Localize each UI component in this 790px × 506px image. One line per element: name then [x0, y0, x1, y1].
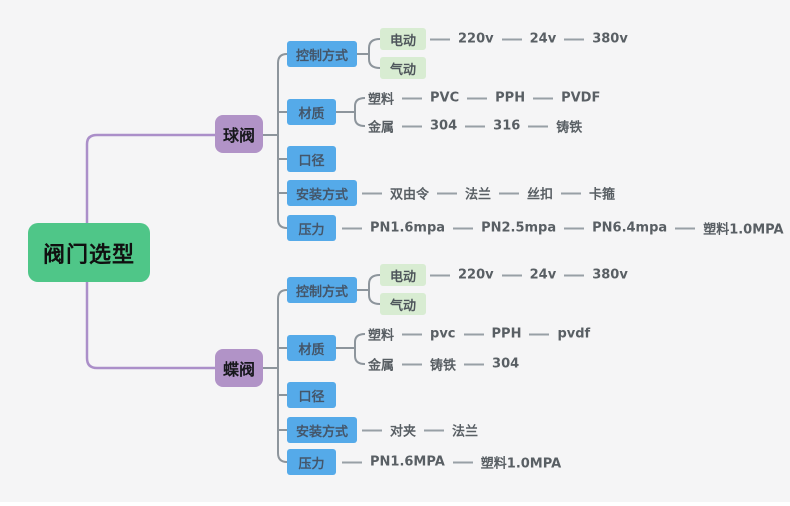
connector-dash [463, 333, 484, 335]
topic-control-mode-butterfly[interactable]: 控制方式 [287, 277, 357, 303]
leaf-node[interactable]: 塑料 [368, 92, 395, 108]
topic-material-butterfly[interactable]: 材质 [287, 335, 336, 361]
leaf-node[interactable]: PN6.4mpa [592, 220, 668, 236]
connector-dash [465, 125, 486, 127]
connector-dash [402, 97, 423, 99]
chain-row-metal-ball: 金属 304 316 铸铁 [368, 117, 582, 136]
connector-dash [499, 192, 520, 194]
leaf-node[interactable]: 双由令 [390, 187, 430, 203]
leaf-node[interactable]: 金属 [368, 120, 395, 136]
topic-install-method-ball[interactable]: 安装方式 [287, 180, 357, 206]
connector-dash [362, 192, 382, 194]
chain-row-metal-butterfly: 金属 铸铁 304 [368, 355, 519, 374]
leaf-node[interactable]: PPH [495, 90, 526, 106]
leaf-node[interactable]: 法兰 [452, 424, 479, 440]
chain-row-pressure-ball: PN1.6mpa PN2.5mpa PN6.4mpa 塑料1.0MPA [342, 219, 784, 238]
connector-dash [564, 274, 585, 276]
topic-diameter-ball[interactable]: 口径 [287, 146, 336, 172]
connector-dash [464, 363, 485, 365]
leaf-node[interactable]: 220v [458, 31, 494, 47]
connector-dash [402, 333, 423, 335]
material-fork-butterfly [336, 333, 366, 365]
leaf-node[interactable]: 铸铁 [430, 358, 457, 374]
leaf-node[interactable]: 220v [458, 267, 494, 283]
leaf-box-pneumatic-butterfly[interactable]: 气动 [380, 293, 426, 315]
connector-dash [430, 274, 450, 276]
leaf-node[interactable]: PN1.6MPA [370, 454, 445, 470]
connector-dash [501, 38, 522, 40]
connector-dash [430, 38, 450, 40]
connector-dash [561, 192, 582, 194]
leaf-node[interactable]: 铸铁 [556, 120, 583, 136]
connector-dash [452, 461, 473, 463]
connector-dash [402, 363, 423, 365]
chain-row-voltage-ball: 220v 24v 380v [430, 32, 628, 47]
chain-row-plastic-butterfly: 塑料 pvc PPH pvdf [368, 325, 590, 344]
control-mode-fork-ball [357, 38, 381, 69]
leaf-node[interactable]: 丝扣 [527, 187, 554, 203]
control-mode-fork-butterfly [357, 274, 381, 305]
topic-install-method-butterfly[interactable]: 安装方式 [287, 417, 357, 443]
branch-node-butterfly-valve[interactable]: 蝶阀 [215, 349, 263, 387]
root-to-ball-valve-connector [85, 133, 217, 226]
canvas-bottom-edge [0, 502, 790, 506]
connector-dash [362, 429, 382, 431]
connector-dash [501, 274, 522, 276]
root-node[interactable]: 阀门选型 [28, 223, 150, 282]
chain-row-plastic-ball: 塑料 PVC PPH PVDF [368, 89, 600, 108]
butterfly-valve-trunk [277, 289, 288, 463]
leaf-node[interactable]: 对夹 [390, 424, 417, 440]
leaf-node[interactable]: PN2.5mpa [481, 220, 557, 236]
leaf-node[interactable]: pvdf [557, 326, 591, 342]
leaf-node[interactable]: 304 [492, 356, 520, 372]
leaf-node[interactable]: 卡箍 [589, 187, 616, 203]
connector-dash [564, 227, 585, 229]
connector-dash [529, 333, 550, 335]
leaf-node[interactable]: PVDF [561, 90, 601, 106]
connector-dash [453, 227, 474, 229]
chain-row-voltage-butterfly: 220v 24v 380v [430, 268, 628, 283]
connector-dash [437, 192, 458, 194]
ball-valve-trunk [277, 53, 288, 229]
connector-dash [675, 227, 696, 229]
topic-control-mode-ball[interactable]: 控制方式 [287, 41, 357, 67]
topic-material-ball[interactable]: 材质 [287, 99, 336, 125]
connector-dash [533, 97, 554, 99]
topic-pressure-ball[interactable]: 压力 [287, 215, 336, 241]
leaf-node[interactable]: PVC [430, 90, 460, 106]
branch-node-ball-valve[interactable]: 球阀 [215, 115, 263, 153]
leaf-node[interactable]: 金属 [368, 358, 395, 374]
leaf-node[interactable]: 塑料 [368, 328, 395, 344]
leaf-node[interactable]: 24v [529, 267, 557, 283]
leaf-node[interactable]: 380v [592, 31, 628, 47]
topic-diameter-butterfly[interactable]: 口径 [287, 382, 336, 408]
leaf-node[interactable]: PN1.6mpa [370, 220, 446, 236]
leaf-node[interactable]: 380v [592, 267, 628, 283]
connector-dash [564, 38, 585, 40]
connector-dash [467, 97, 488, 99]
leaf-node[interactable]: 316 [493, 118, 521, 134]
root-to-butterfly-valve-connector [85, 279, 217, 370]
leaf-node[interactable]: 法兰 [465, 187, 492, 203]
connector-dash [342, 461, 362, 463]
chain-row-pressure-butterfly: PN1.6MPA 塑料1.0MPA [342, 453, 561, 472]
leaf-box-pneumatic-ball[interactable]: 气动 [380, 57, 426, 79]
leaf-node[interactable]: pvc [430, 326, 456, 342]
leaf-node[interactable]: 304 [430, 118, 458, 134]
connector-dash [528, 125, 549, 127]
chain-row-install-ball: 双由令 法兰 丝扣 卡箍 [362, 184, 615, 203]
material-fork-ball [336, 97, 366, 127]
leaf-node[interactable]: 塑料1.0MPA [703, 222, 784, 238]
connector-dash [342, 227, 362, 229]
leaf-node[interactable]: PPH [491, 326, 522, 342]
leaf-node[interactable]: 24v [529, 31, 557, 47]
connector-dash [402, 125, 423, 127]
leaf-node[interactable]: 塑料1.0MPA [480, 456, 562, 472]
chain-row-install-butterfly: 对夹 法兰 [362, 421, 478, 440]
topic-pressure-butterfly[interactable]: 压力 [287, 449, 336, 475]
connector-dash [424, 429, 445, 431]
leaf-box-electric-ball[interactable]: 电动 [380, 28, 426, 50]
leaf-box-electric-butterfly[interactable]: 电动 [380, 264, 426, 286]
